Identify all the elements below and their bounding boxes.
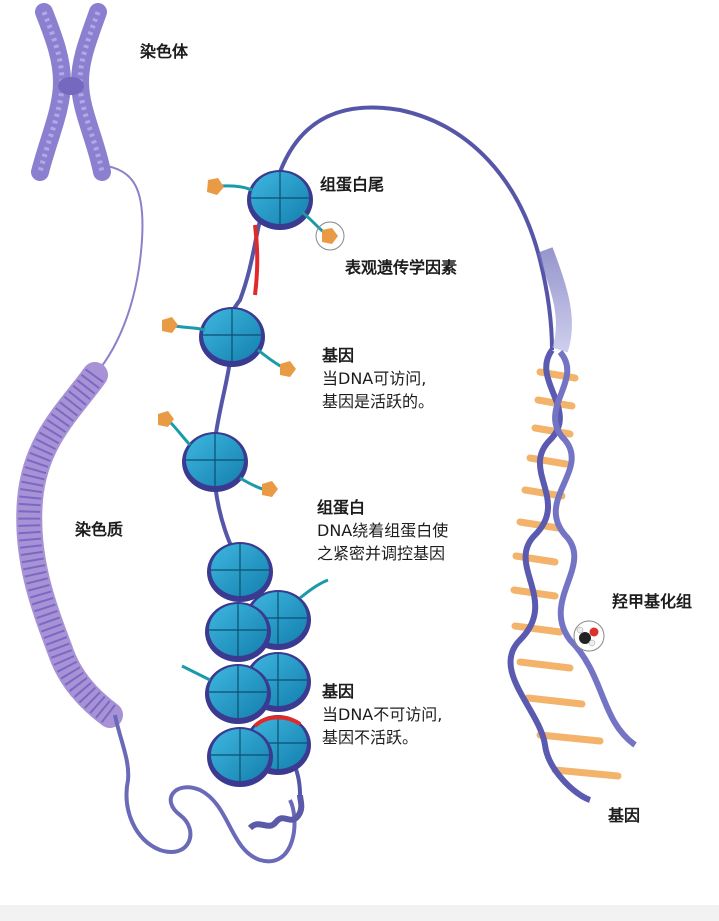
histone-title: 组蛋白	[317, 498, 366, 517]
gene-accessible-line2: 基因是活跃的。	[322, 392, 435, 411]
gene-accessible-line1: 当DNA可访问,	[322, 369, 427, 388]
gene-inaccessible-line1: 当DNA不可访问,	[322, 705, 443, 724]
histone-line2: 之紧密并调控基因	[317, 544, 446, 563]
gene-bottom-label: 基因	[608, 806, 641, 825]
chromatin-label: 染色质	[75, 520, 124, 539]
dna-double-helix	[507, 247, 637, 803]
dna-coil-small	[247, 794, 305, 831]
chromosome-strand	[94, 164, 144, 376]
methyl-molecule-icon	[573, 620, 605, 652]
methyl-group-label: 羟甲基化组	[612, 592, 693, 611]
chromosome-icon	[31, 3, 111, 181]
chromosome-label: 染色体	[140, 42, 189, 61]
epigenetic-factor-label: 表观遗传学因素	[345, 258, 458, 277]
chromatin-coil	[16, 362, 123, 728]
gene-inaccessible-line2: 基因不活跃。	[322, 728, 419, 747]
active-segment	[253, 224, 260, 296]
nucleosome-disc	[182, 170, 313, 787]
gene-accessible-title: 基因	[322, 346, 355, 365]
footer-band	[0, 905, 719, 921]
gene-inaccessible-title: 基因	[322, 682, 355, 701]
dna-loops	[113, 714, 297, 864]
histone-tail-label: 组蛋白尾	[320, 175, 385, 194]
histone-line1: DNA绕着组蛋白使	[317, 521, 449, 540]
strand-to-helix	[278, 105, 554, 351]
epigenetic-tag-icon	[158, 178, 345, 682]
